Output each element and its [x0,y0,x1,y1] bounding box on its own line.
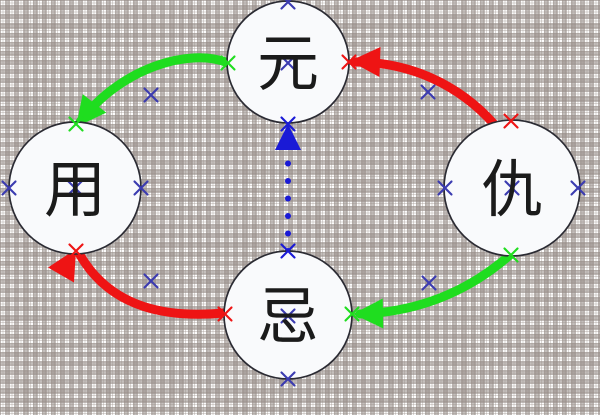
connector-chou-to-yuan-arrowhead[interactable] [349,46,381,78]
handle-midpoint-yuan-to-yong[interactable] [143,87,159,103]
connector-yuan-to-yong-arrowhead[interactable] [64,94,107,136]
handle-yong-bottom[interactable] [68,243,84,259]
node-yuan-label: 元 [256,27,320,100]
handle-yong-top[interactable] [68,116,84,132]
handle-midpoint-chou-to-yuan[interactable] [420,84,436,100]
handle-yong-center[interactable] [67,180,83,196]
handle-chou-left[interactable] [437,180,453,196]
handle-ji-center[interactable] [280,308,296,324]
handle-yong-right[interactable] [133,180,149,196]
handle-ji-top[interactable] [280,243,296,259]
handle-yuan-top[interactable] [280,0,296,10]
handle-chou-bottom[interactable] [503,247,519,263]
connector-dot-ji-to-yuan [285,160,291,167]
connector-dot-ji-to-yuan [285,230,291,237]
handle-midpoint-chou-to-ji[interactable] [421,275,437,291]
handle-midpoint-ji-to-yong[interactable] [143,273,159,289]
connector-ji-to-yuan-arrowhead[interactable] [275,124,301,150]
connector-dot-ji-to-yuan [285,213,291,219]
connector-ji-to-yong-line[interactable] [75,250,229,319]
handle-yong-left[interactable] [1,180,17,196]
handle-ji-left[interactable] [217,306,233,322]
handle-yuan-right[interactable] [341,54,357,70]
selection-handles-group [1,0,586,387]
node-ji-label: 忌 [256,280,320,353]
node-yong-label: 用 [43,153,107,226]
handle-ji-bottom[interactable] [280,371,296,387]
handle-chou-top[interactable] [503,113,519,129]
handle-yuan-bottom[interactable] [280,116,296,132]
handle-chou-center[interactable] [504,180,520,196]
connector-chou-to-ji-arrowhead[interactable] [353,298,384,329]
handle-ji-right[interactable] [344,306,360,322]
handle-yuan-left[interactable] [220,55,236,71]
handle-chou-right[interactable] [570,180,586,196]
handle-yuan-center[interactable] [280,55,296,71]
connector-dot-ji-to-yuan [285,178,291,184]
node-chou-label: 仇 [480,153,544,226]
connector-dot-ji-to-yuan [285,195,291,202]
